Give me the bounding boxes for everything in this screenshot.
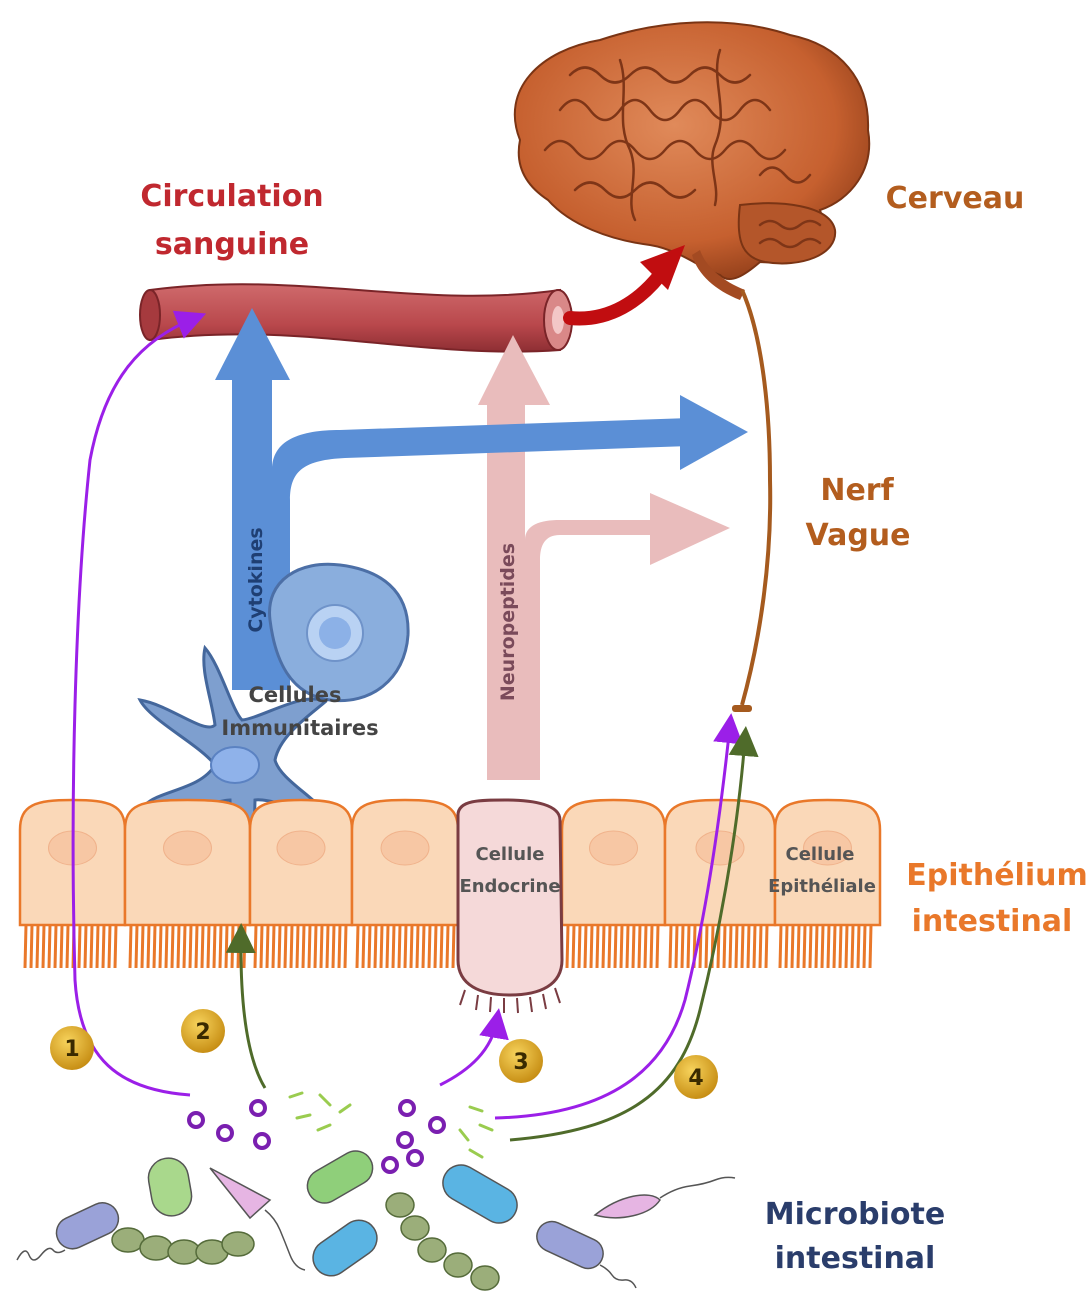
epithelial-cell — [665, 800, 775, 968]
endocrine-cell — [458, 800, 562, 1013]
immune-cells-label-line1: Cellules — [249, 683, 342, 707]
epithelium-label-line1: Epithélium — [906, 858, 1086, 893]
epithelial-cell-label-line2: Epithéliale — [768, 876, 876, 897]
endocrine-cell-label-line2: Endocrine — [459, 876, 560, 897]
immune-cells-label-line2: Immunitaires — [221, 716, 378, 740]
vagus-nerve-label-line2: Vague — [806, 518, 911, 553]
epithelial-cell — [352, 800, 458, 968]
microbiota — [17, 1093, 735, 1290]
epithelium-layer — [20, 800, 880, 968]
epithelial-cell — [125, 800, 250, 968]
pathway-badge-2-number: 2 — [195, 1020, 210, 1045]
vagus-nerve — [742, 290, 770, 705]
epithelial-cell — [562, 800, 665, 968]
brain-illustration — [515, 22, 869, 300]
pathway-badge-1: 1 — [50, 1026, 94, 1070]
endocrine-cell-label-line1: Cellule — [476, 844, 545, 865]
microbiota-label-line1: Microbiote — [765, 1197, 945, 1232]
pathway-badge-2: 2 — [181, 1009, 225, 1053]
pathway-badge-1-number: 1 — [64, 1037, 79, 1062]
brain-label: Cerveau — [886, 181, 1025, 216]
pathway-1-arrow — [73, 318, 195, 1095]
epithelial-cell — [250, 800, 352, 968]
circulation-label-line2: sanguine — [155, 227, 309, 262]
pathway-badge-4: 4 — [674, 1055, 718, 1099]
microbiota-label-line2: intestinal — [775, 1241, 936, 1276]
vagus-nerve-label-line1: Nerf — [820, 473, 894, 508]
blood-to-brain-arrow — [570, 275, 660, 318]
pathway-badge-3-number: 3 — [513, 1050, 528, 1075]
blood-vessel — [140, 284, 572, 351]
epithelium-label-line2: intestinal — [912, 904, 1073, 939]
pathway-3-arrow — [440, 1020, 497, 1085]
epithelial-cell-label-line1: Cellule — [786, 844, 855, 865]
cytokines-label: Cytokines — [245, 527, 267, 632]
pathway-badge-4-number: 4 — [688, 1066, 703, 1091]
pathway-badge-3: 3 — [499, 1039, 543, 1083]
circulation-label-line1: Circulation — [140, 179, 323, 214]
vagus-nerve-terminal — [732, 705, 752, 712]
neuropeptides-label: Neuropeptides — [497, 543, 519, 701]
